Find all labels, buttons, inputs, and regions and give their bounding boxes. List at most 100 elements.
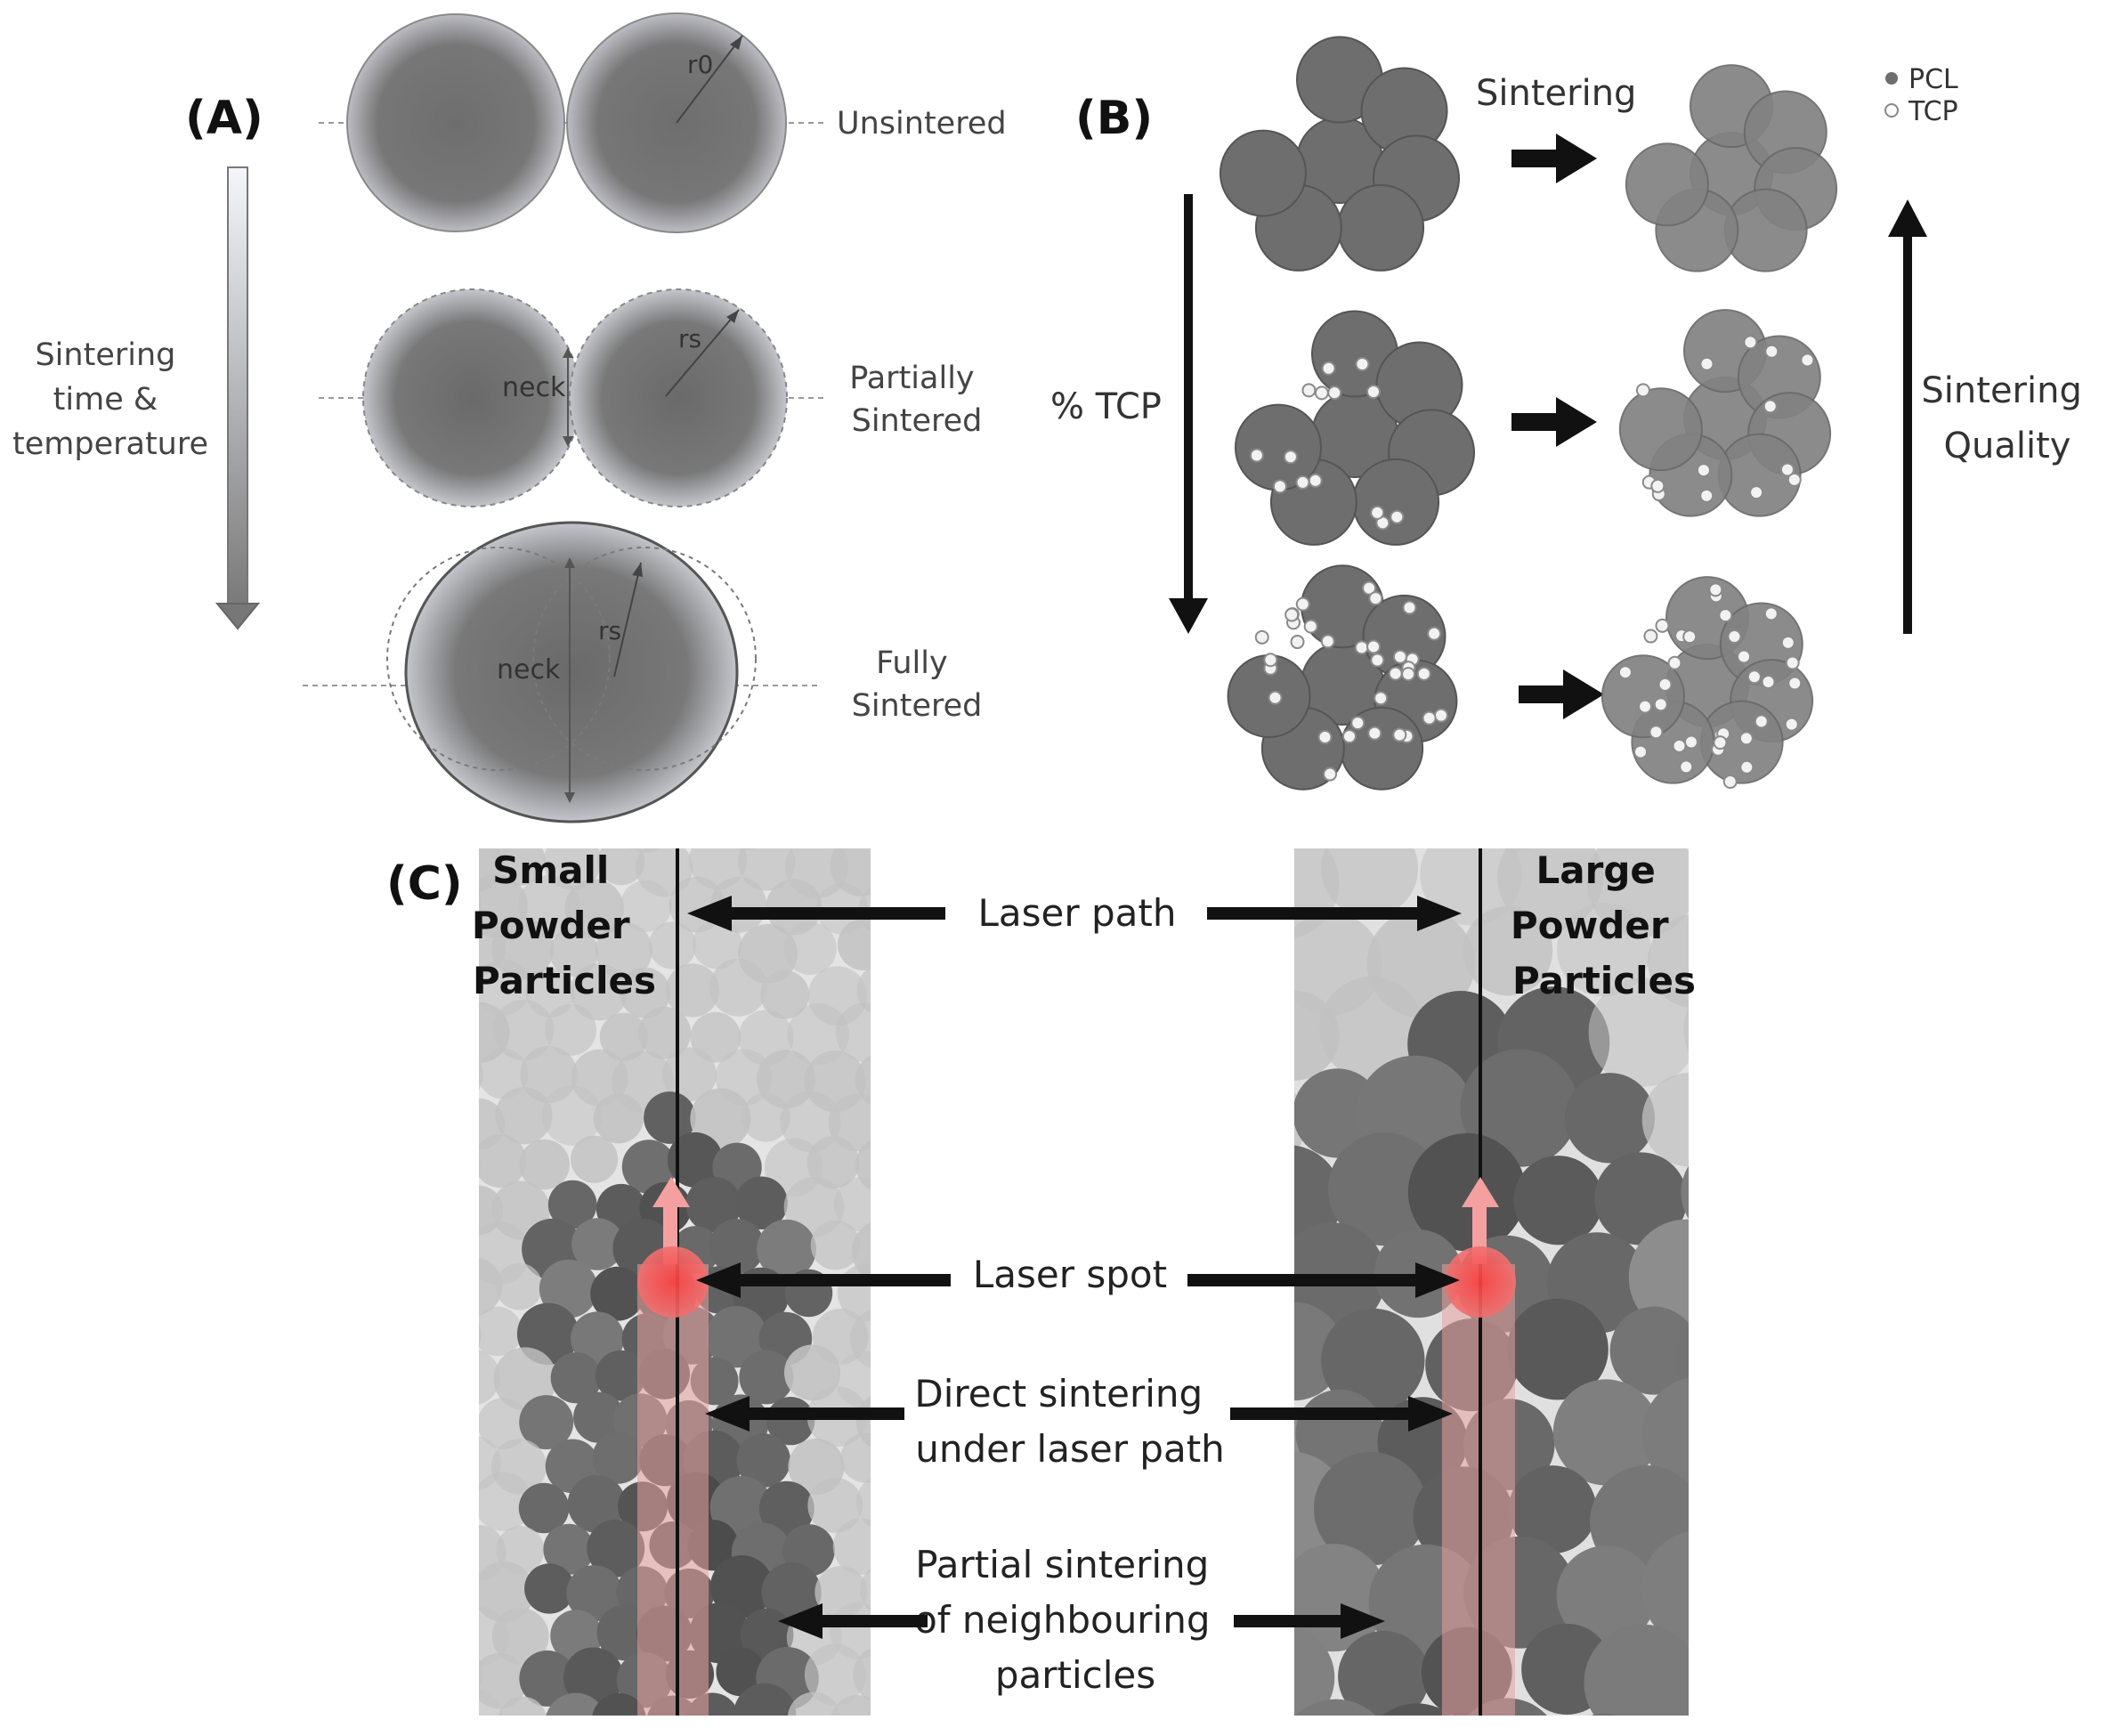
process-arrow-row3 xyxy=(1519,669,1604,719)
tcp-particle xyxy=(1699,356,1714,371)
powder-particle xyxy=(1641,1377,1689,1492)
powder-particle xyxy=(1460,1049,1578,1167)
arrow-direct-left xyxy=(748,1407,904,1420)
pcl-particle xyxy=(1625,142,1709,227)
tcp-particle xyxy=(1354,640,1369,655)
powder-particle xyxy=(856,967,871,1014)
pcl-particle xyxy=(1337,183,1425,272)
powder-particle xyxy=(1552,1379,1659,1486)
tcp-particle xyxy=(1367,726,1382,741)
pcl-particle xyxy=(1352,458,1440,546)
powder-particle xyxy=(479,1323,482,1346)
arrow-laser-path-left xyxy=(730,907,945,920)
powder-particle xyxy=(1690,1458,1800,1568)
particle-cluster xyxy=(1219,36,1461,272)
tcp-particle xyxy=(1390,509,1405,524)
particle-clusters xyxy=(1219,36,1838,791)
tcp-particle xyxy=(1787,472,1802,487)
powder-particle xyxy=(498,1696,547,1716)
tcp-particle xyxy=(1402,600,1417,615)
powder-particle xyxy=(519,1395,574,1450)
powder-particle xyxy=(543,1523,595,1575)
fully-sintered-particle: rs neck xyxy=(303,521,819,823)
powder-particle xyxy=(493,1347,557,1411)
powder-particle xyxy=(758,1480,814,1537)
tcp-particle xyxy=(1249,448,1264,463)
tcp-particle xyxy=(1366,385,1382,400)
partially-sintered-particles: rs neck xyxy=(319,288,828,507)
powder-particle xyxy=(563,1647,624,1708)
powder-particle xyxy=(479,1257,503,1316)
tcp-particle xyxy=(1290,635,1305,650)
powder-particle xyxy=(479,1420,480,1425)
powder-particle xyxy=(420,960,476,1016)
tcp-particle xyxy=(1737,649,1752,664)
arrow-partial-right xyxy=(1234,1615,1342,1627)
tcp-particle xyxy=(1314,385,1329,401)
powder-particle xyxy=(716,1647,766,1697)
powder-particle xyxy=(593,1093,644,1144)
powder-particle xyxy=(840,1432,871,1483)
powder-particle xyxy=(597,848,645,886)
powder-particle xyxy=(1690,1626,1788,1724)
tcp-particle xyxy=(1370,653,1385,668)
tcp-particle xyxy=(1254,629,1269,645)
tcp-particle xyxy=(1657,677,1673,692)
particle-cluster xyxy=(1601,576,1814,790)
powder-particle xyxy=(737,848,796,891)
powder-particle xyxy=(590,1266,645,1321)
powder-particle xyxy=(1294,1626,1335,1716)
tcp-particle xyxy=(1718,608,1733,623)
powder-particle xyxy=(1313,1451,1428,1566)
powder-particle xyxy=(705,1306,768,1368)
powder-particle xyxy=(855,1478,871,1528)
powder-particle xyxy=(1513,1156,1603,1245)
powder-particle xyxy=(739,1350,794,1405)
radius-r0-label: r0 xyxy=(687,50,713,79)
powder-particle xyxy=(479,1059,483,1091)
powder-particle xyxy=(736,1433,791,1488)
powder-particle xyxy=(833,1177,871,1232)
arrow-partial-left xyxy=(821,1615,928,1627)
powder-particle xyxy=(787,1691,840,1716)
small-direct-sinter-zone xyxy=(637,1264,709,1716)
powder-particle xyxy=(495,1087,553,1145)
tcp-particle xyxy=(1649,725,1664,740)
powder-particle xyxy=(1327,1132,1442,1246)
arrow-laser-path-right xyxy=(1207,907,1419,920)
arrow-laser-spot-left xyxy=(739,1274,951,1286)
powder-particle xyxy=(1588,978,1689,1087)
powder-particle xyxy=(519,1139,570,1190)
powder-particle xyxy=(835,1002,871,1063)
tcp-particle xyxy=(1268,690,1283,705)
tcp-particle xyxy=(1416,666,1431,681)
state-partially-sintered: Partially Sintered xyxy=(849,361,985,439)
powder-particle xyxy=(831,1695,871,1716)
powder-particle xyxy=(541,1085,603,1146)
powder-particle xyxy=(479,1562,535,1623)
partial-sintering-label: Partial sintering of neighbouring partic… xyxy=(914,1543,1222,1697)
tcp-particle xyxy=(1633,744,1649,759)
powder-particle xyxy=(780,1091,841,1153)
particle-cluster xyxy=(1234,310,1476,546)
powder-particle xyxy=(1294,1250,1299,1289)
tcp-particle xyxy=(1355,356,1370,371)
tcp-particle xyxy=(1433,708,1448,723)
powder-particle xyxy=(495,1262,543,1310)
powder-particle xyxy=(1556,1545,1657,1645)
tcp-particle xyxy=(1667,655,1682,670)
small-laser-spot xyxy=(637,1177,709,1318)
tcp-particle xyxy=(1317,730,1333,745)
tcp-particle xyxy=(1392,649,1407,664)
powder-particle xyxy=(571,1218,624,1270)
powder-particle xyxy=(810,1220,861,1270)
radius-rs-label: rs xyxy=(678,324,701,353)
powder-particle xyxy=(806,1136,860,1189)
tcp-particle xyxy=(1785,655,1800,670)
tcp-particle xyxy=(1272,479,1287,494)
powder-particle xyxy=(570,1135,619,1183)
process-arrow-row2 xyxy=(1511,397,1597,447)
powder-particle xyxy=(1338,1630,1430,1716)
powder-particle xyxy=(644,1091,696,1144)
tcp-particle xyxy=(1761,675,1776,690)
